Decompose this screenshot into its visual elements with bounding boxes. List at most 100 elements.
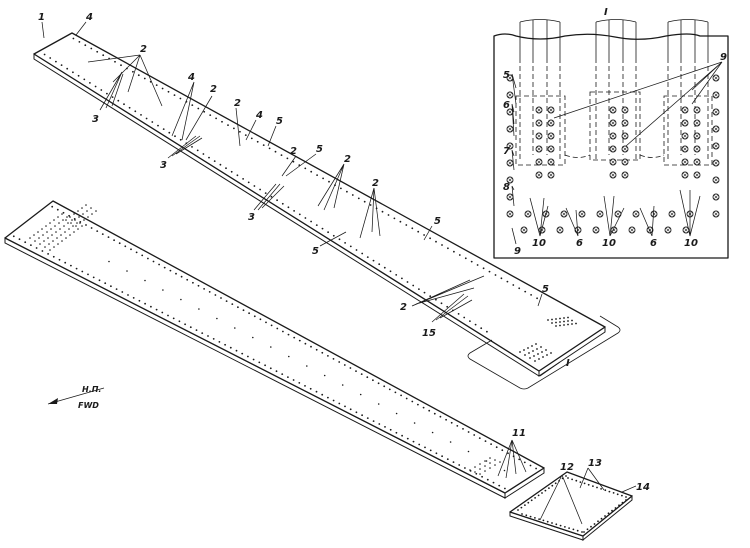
rivet-hole (233, 127, 235, 130)
rivet-hole (253, 185, 256, 187)
rivet-hole (504, 487, 506, 490)
rivet-hole (527, 501, 530, 504)
rivet-mark (630, 228, 634, 232)
rivet-mark (623, 160, 627, 164)
rivet-hole (90, 47, 93, 50)
rivet-hole (162, 289, 164, 291)
rivet-hole (144, 302, 147, 305)
rivet-hole (292, 379, 295, 381)
rivet-hole (54, 225, 56, 227)
rivet-hole (213, 160, 216, 163)
rivet-mark (666, 228, 670, 232)
rivet-hole (287, 376, 289, 378)
rivet-hole (531, 345, 533, 347)
rivet-mark (714, 178, 718, 182)
rivet-mark (611, 160, 615, 164)
rivet-hole (435, 452, 438, 455)
rivet-hole (458, 464, 461, 466)
rivet-hole (527, 347, 529, 349)
rivet-hole (583, 531, 585, 533)
rivet-mark (508, 195, 512, 199)
rivet-hole (77, 210, 79, 212)
rivet-hole (39, 243, 41, 245)
rivet-hole (418, 288, 420, 290)
rivet-hole (41, 250, 44, 252)
rivet-hole (310, 220, 312, 223)
rivet-hole (82, 213, 84, 215)
rivet-hole (78, 41, 81, 43)
rivet-hole (327, 396, 329, 399)
rivet-hole (475, 472, 478, 475)
rivet-mark (612, 228, 616, 232)
direction-line1: Н.П. (82, 385, 101, 394)
rivet-hole (400, 394, 402, 397)
rivet-mark (508, 93, 512, 97)
rivet-hole (489, 457, 491, 459)
rivet-hole (248, 312, 251, 315)
rivet-hole (76, 222, 78, 224)
rivet-hole (411, 400, 414, 403)
rivet-hole (235, 349, 238, 352)
rivet-hole (72, 37, 75, 40)
rivet-hole (395, 274, 398, 276)
rivet-hole (439, 415, 442, 418)
rivet-hole (563, 320, 565, 323)
rivet-hole (293, 336, 296, 339)
rivet-hole (479, 473, 481, 475)
rivet-hole (542, 356, 544, 358)
rivet-hole (274, 150, 277, 153)
rivet-hole (66, 67, 69, 70)
rivet-hole (457, 313, 460, 315)
splice-plate (509, 471, 633, 542)
rivet-hole (464, 257, 467, 260)
rivet-hole (124, 245, 127, 248)
rivet-hole (198, 308, 200, 310)
rivet-hole (175, 272, 177, 275)
rivet-hole (479, 468, 481, 470)
rivet-mark (508, 76, 512, 80)
rivet-hole (77, 74, 80, 77)
rivet-hole (100, 89, 103, 91)
rivet-hole (167, 90, 170, 93)
rivet-hole (41, 228, 43, 230)
rivet-hole (344, 242, 346, 244)
rivet-hole (349, 408, 352, 411)
rivet-hole (66, 216, 68, 218)
callout-5: 5 (434, 216, 441, 227)
rivet-hole (349, 245, 352, 248)
rivet-hole (533, 355, 535, 357)
rivet-hole (51, 234, 53, 236)
rivet-hole (372, 259, 375, 262)
rivet-mark (549, 147, 553, 151)
rivet-hole (545, 349, 547, 351)
rivet-mark (670, 212, 674, 216)
rivet-hole (433, 412, 436, 415)
rivet-hole (361, 252, 364, 255)
rivet-hole (332, 399, 335, 402)
rivet-hole (179, 97, 182, 100)
rivet-hole (230, 170, 233, 173)
rivet-hole (544, 489, 547, 492)
rivet-hole (344, 405, 346, 408)
rivet-hole (612, 492, 615, 494)
rivet-hole (405, 397, 408, 400)
rivet-hole (372, 379, 374, 382)
rivet-hole (89, 82, 91, 84)
rivet-hole (64, 231, 66, 233)
rivet-hole (84, 44, 87, 47)
rivet-mark (683, 160, 687, 164)
rivet-hole (69, 216, 71, 218)
rivet-mark (623, 147, 627, 151)
rivet-hole (559, 321, 561, 323)
rivet-hole (68, 214, 70, 217)
rivet-hole (590, 525, 592, 528)
callout-5: 5 (316, 144, 323, 155)
rivet-hole (218, 341, 221, 343)
rivet-hole (252, 336, 254, 339)
rivet-hole (64, 261, 67, 264)
rivet-hole (481, 475, 483, 478)
rivet-hole (571, 319, 573, 322)
rivet-mark (623, 173, 627, 177)
splice-plate-body (509, 471, 633, 537)
detail-view-i: I (493, 7, 729, 259)
